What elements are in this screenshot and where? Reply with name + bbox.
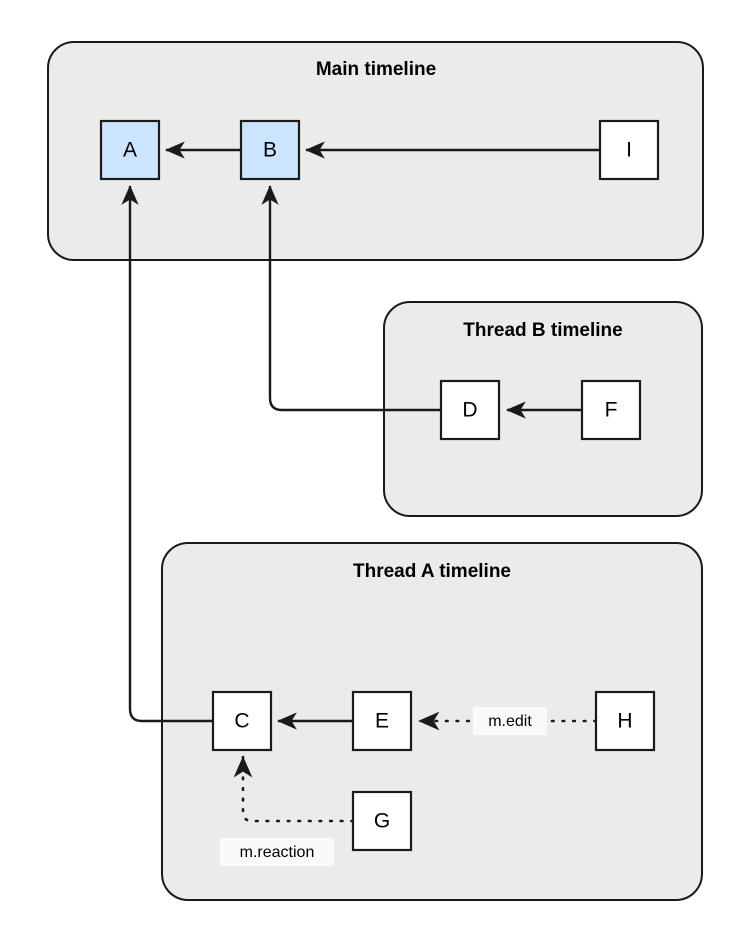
node-e-box[interactable] xyxy=(351,690,413,752)
edge-g-to-c xyxy=(233,755,355,823)
edge-label-m-reaction-text: m.reaction xyxy=(240,844,315,861)
node-f[interactable]: F xyxy=(580,379,642,441)
edge-c-to-a xyxy=(121,185,213,723)
node-d[interactable]: D xyxy=(439,379,501,441)
node-a-label: A xyxy=(123,139,137,162)
node-f-box[interactable] xyxy=(580,379,642,441)
node-i-box[interactable] xyxy=(598,119,660,181)
node-g[interactable]: G xyxy=(351,790,413,852)
node-b[interactable]: B xyxy=(239,119,301,181)
edge-d-to-b xyxy=(261,185,441,412)
node-d-label: D xyxy=(462,399,477,422)
node-a[interactable]: A xyxy=(99,119,161,181)
edge-label-m-reaction: m.reaction xyxy=(220,838,334,866)
edge-label-m-edit: m.edit xyxy=(473,707,547,735)
node-c[interactable]: C xyxy=(211,690,273,752)
node-i[interactable]: I xyxy=(598,119,660,181)
node-e[interactable]: E xyxy=(351,690,413,752)
group-main-timeline-title: Main timeline xyxy=(316,59,436,80)
group-thread-b-timeline-title: Thread B timeline xyxy=(463,320,622,341)
node-g-label: G xyxy=(374,810,390,833)
node-h[interactable]: H xyxy=(594,690,656,752)
node-a-box[interactable] xyxy=(99,119,161,181)
node-c-label: C xyxy=(234,710,249,733)
node-b-label: B xyxy=(263,139,277,162)
group-thread-a-timeline-title: Thread A timeline xyxy=(353,561,511,582)
node-i-label: I xyxy=(626,139,632,162)
node-b-box[interactable] xyxy=(239,119,301,181)
node-g-box[interactable] xyxy=(351,790,413,852)
edge-label-m-edit-bg xyxy=(473,707,547,735)
node-d-box[interactable] xyxy=(439,379,501,441)
node-h-box[interactable] xyxy=(594,690,656,752)
node-f-label: F xyxy=(605,399,618,422)
edge-label-m-edit-text: m.edit xyxy=(488,713,532,730)
node-c-box[interactable] xyxy=(211,690,273,752)
node-h-label: H xyxy=(617,710,632,733)
edge-label-m-reaction-bg xyxy=(220,838,334,866)
node-e-label: E xyxy=(375,710,389,733)
